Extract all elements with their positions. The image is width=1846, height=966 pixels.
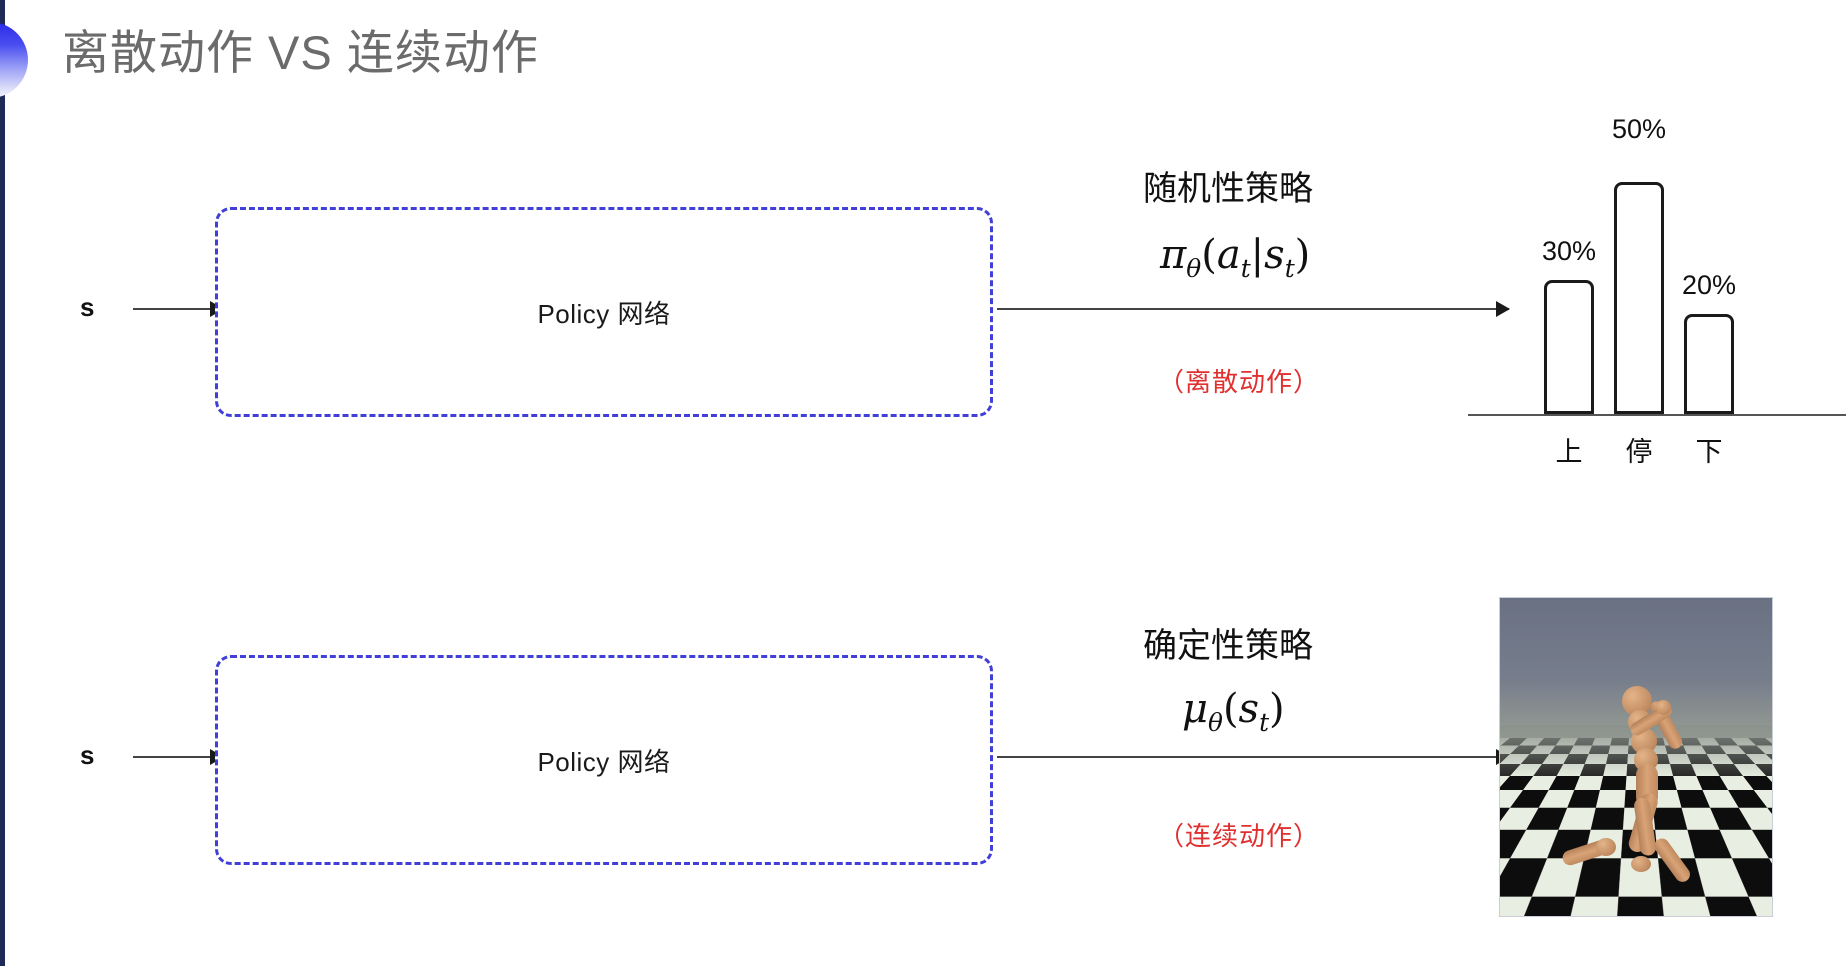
humanoid-shin-front <box>1651 835 1693 885</box>
humanoid-hand <box>1656 700 1671 715</box>
formula-fn: π <box>1160 232 1187 278</box>
humanoid-foot-back <box>1596 838 1616 856</box>
formula-arg1-sub: t <box>1240 254 1251 283</box>
formula-arg2: s <box>1264 232 1285 278</box>
deterministic-policy-label: 确定性策略 <box>1143 627 1313 665</box>
formula-arg1: a <box>1216 232 1241 278</box>
table-row <box>1614 182 1664 414</box>
stochastic-policy-label: 随机性策略 <box>1143 170 1313 208</box>
action-probability-chart: 30% 上 50% 停 20% 下 <box>1468 114 1846 467</box>
formula-fn: μ <box>1182 686 1208 732</box>
humanoid-foot-front <box>1631 856 1651 872</box>
table-row <box>1684 314 1734 414</box>
formula-arg1: s <box>1238 686 1260 732</box>
chart-baseline-axis <box>1468 414 1846 416</box>
bar-value-label: 20% <box>1681 270 1737 300</box>
formula-close-paren: ) <box>1269 686 1285 732</box>
formula-open-paren: ( <box>1201 232 1217 278</box>
policy-network-label-discrete: Policy 网络 <box>537 298 671 329</box>
continuous-action-note: （连续动作） <box>1158 821 1321 851</box>
policy-network-label-continuous: Policy 网络 <box>537 746 671 777</box>
discrete-action-note: （离散动作） <box>1158 367 1321 397</box>
humanoid-simulation-image <box>1500 598 1772 916</box>
policy-network-box-continuous[interactable]: Policy 网络 <box>215 655 993 865</box>
input-arrow-continuous <box>133 756 223 758</box>
bar-category-label: 下 <box>1695 437 1723 467</box>
state-input-label-continuous: s <box>80 740 95 770</box>
formula-fn-sub: θ <box>1208 708 1223 737</box>
input-arrow-discrete <box>133 308 223 310</box>
bar-category-label: 上 <box>1555 437 1583 467</box>
formula-arg2-sub: t <box>1284 254 1295 283</box>
formula-arg1-sub: t <box>1259 708 1270 737</box>
state-input-label-discrete: s <box>80 292 95 322</box>
formula-fn-sub: θ <box>1186 254 1202 283</box>
page-title: 离散动作 VS 连续动作 <box>62 26 539 79</box>
output-arrow-discrete <box>997 308 1509 310</box>
formula-bar: | <box>1250 232 1265 278</box>
output-arrow-continuous <box>997 756 1509 758</box>
title-bullet-icon <box>0 22 28 98</box>
bar-value-label: 50% <box>1611 114 1667 144</box>
policy-network-box-discrete[interactable]: Policy 网络 <box>215 207 993 417</box>
left-edge-strip <box>0 0 5 966</box>
formula-close-paren: ) <box>1294 232 1311 278</box>
bar-value-label: 30% <box>1541 236 1597 266</box>
formula-open-paren: ( <box>1222 686 1239 732</box>
deterministic-policy-formula: μθ(st) <box>1182 686 1285 737</box>
table-row <box>1544 280 1594 414</box>
bar-category-label: 停 <box>1625 437 1653 467</box>
humanoid-figure <box>1500 598 1772 916</box>
stochastic-policy-formula: πθ(at|st) <box>1160 232 1310 283</box>
